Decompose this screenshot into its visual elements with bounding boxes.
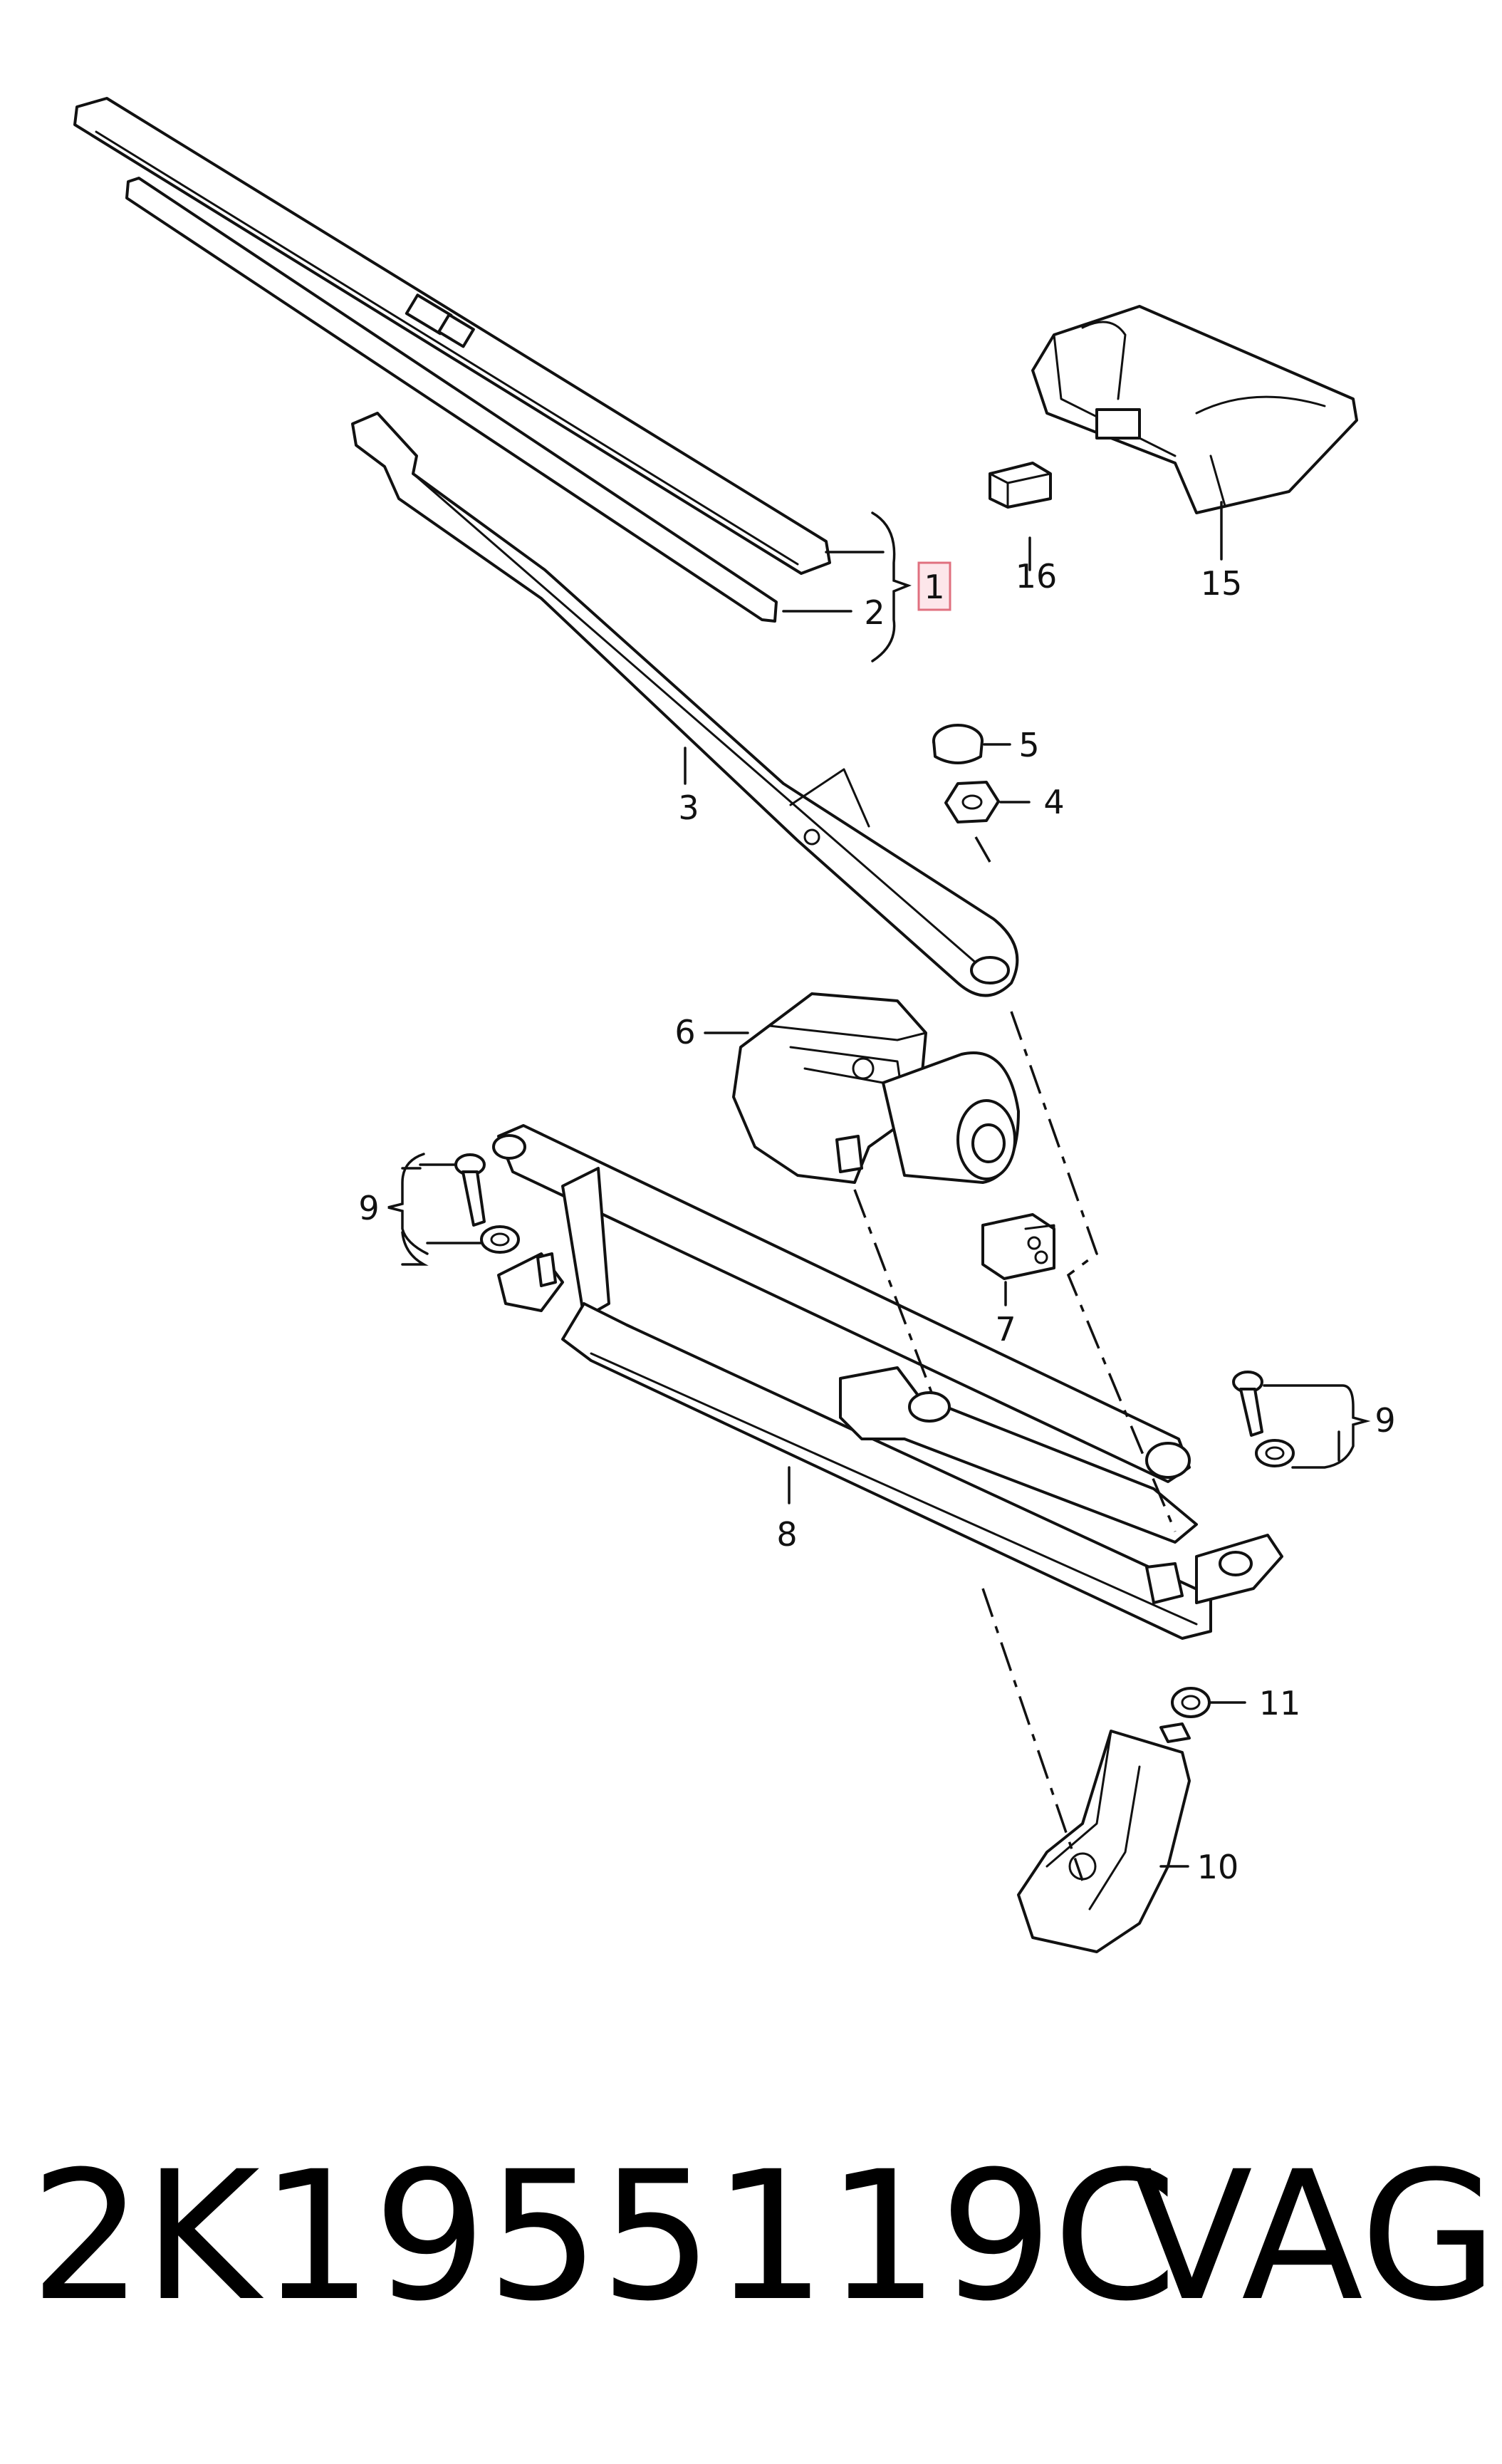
bolt-grommet-right-part xyxy=(1232,1371,1295,1467)
mounting-bracket-part xyxy=(1017,1722,1191,1953)
callout-16: 16 xyxy=(1016,557,1058,596)
wiper-rubber-part xyxy=(125,177,778,623)
callout-9-left: 9 xyxy=(358,1189,379,1227)
callout-7: 7 xyxy=(995,1310,1016,1348)
cover-cap-part xyxy=(932,724,984,764)
grommet-part xyxy=(1171,1687,1211,1718)
bolt-grommet-left-part xyxy=(454,1153,520,1254)
callout-9-right: 9 xyxy=(1375,1401,1395,1440)
callout-8: 8 xyxy=(776,1515,797,1554)
connector-plug-part xyxy=(989,462,1052,509)
callout-5: 5 xyxy=(1018,726,1039,764)
wiper-arm-part xyxy=(351,412,1019,997)
wiper-linkage-part xyxy=(492,1124,1283,1640)
callout-1-highlight xyxy=(917,561,951,611)
callout-10: 10 xyxy=(1197,1848,1239,1886)
callout-4: 4 xyxy=(1043,783,1064,821)
part-number-label: 2K1955119C xyxy=(30,2133,1177,2340)
brand-label: VAG xyxy=(1131,2133,1498,2340)
callout-15: 15 xyxy=(1201,564,1243,603)
motor-connector-part xyxy=(981,1213,1055,1280)
leader-lines xyxy=(387,501,1371,1868)
control-unit-part xyxy=(1031,305,1358,514)
callout-1: 1 xyxy=(924,568,944,606)
callout-11: 11 xyxy=(1259,1684,1301,1722)
callout-2: 2 xyxy=(864,593,885,632)
wiper-motor-part xyxy=(732,992,1020,1184)
callout-6: 6 xyxy=(674,1013,695,1051)
callout-3: 3 xyxy=(678,789,699,827)
assembly-lines xyxy=(853,836,1177,1881)
wiper-blade-part xyxy=(73,97,831,575)
hex-nut-part xyxy=(944,781,1000,823)
